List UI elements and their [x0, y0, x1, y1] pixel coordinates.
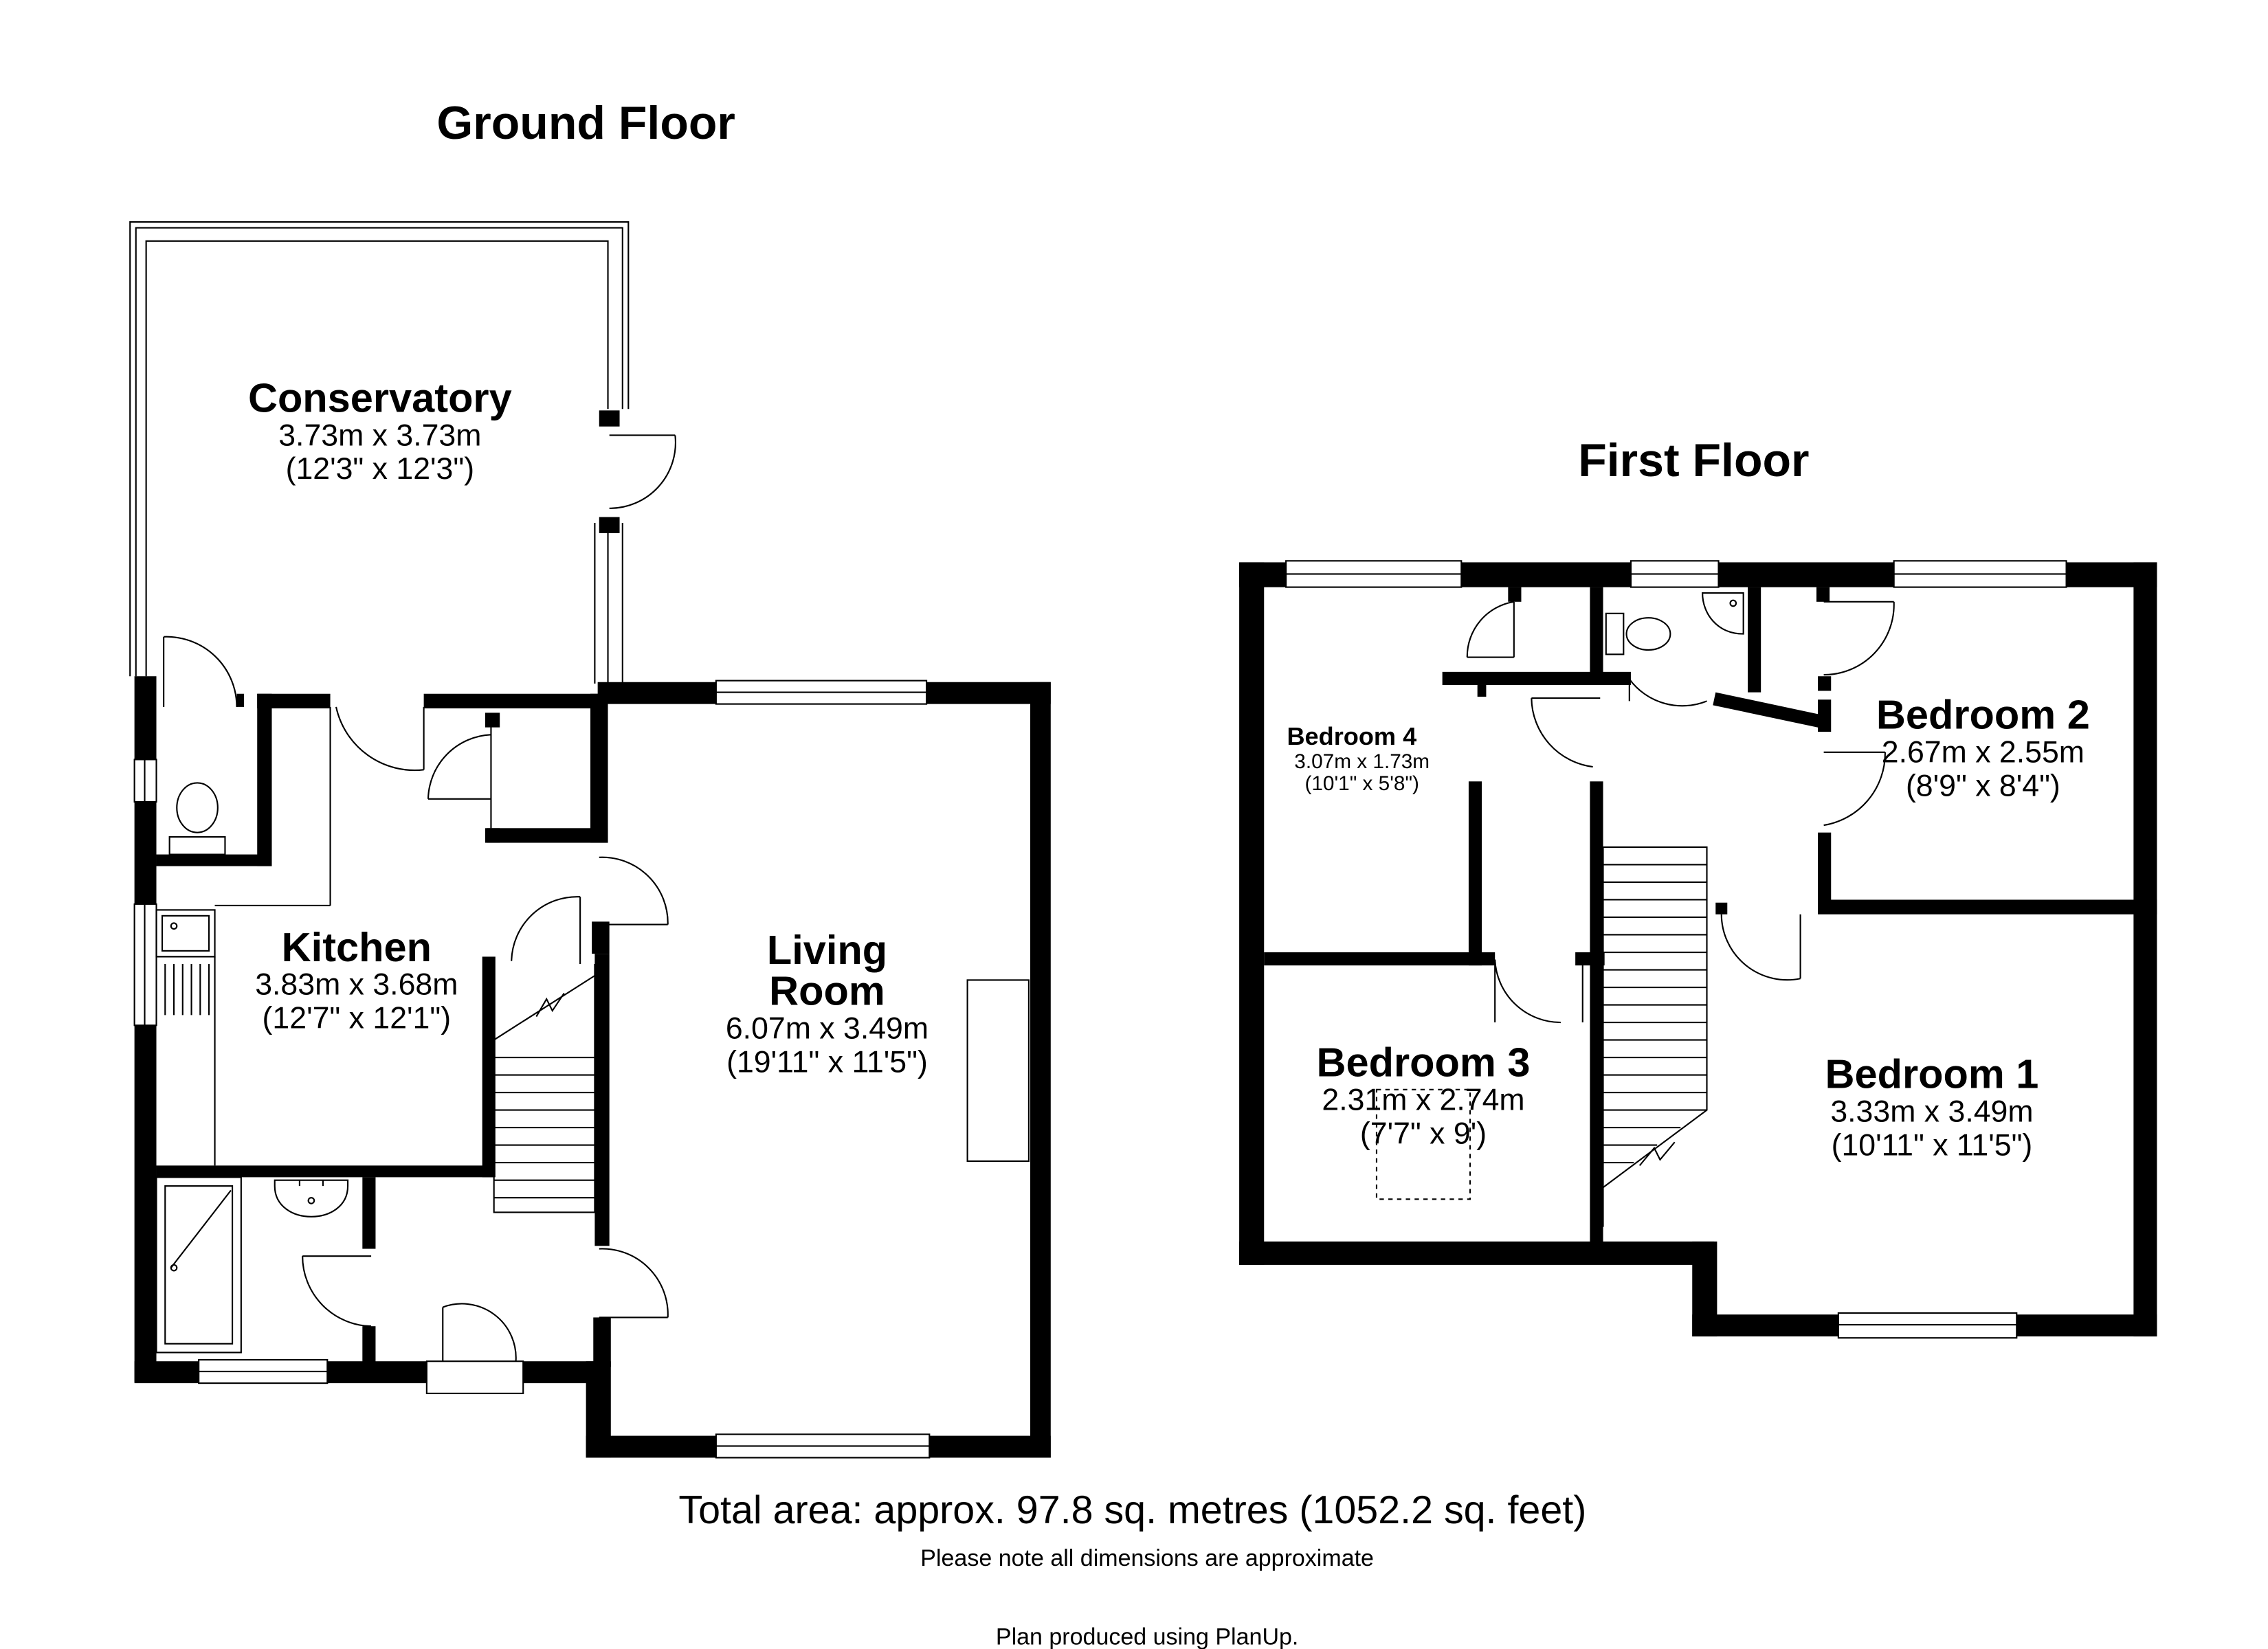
bedroom2-metric: 2.67m x 2.55m: [1882, 736, 2084, 770]
first-floor-windows: [1285, 560, 2067, 1339]
bedroom2-imperial: (8'9" x 8'4"): [1906, 770, 2060, 803]
bedroom3-imperial: (7'7" x 9'): [1360, 1117, 1487, 1150]
conservatory-door-post-bottom: [599, 517, 620, 533]
bedroom3-name: Bedroom 3: [1317, 1040, 1531, 1086]
first-floor-fixtures: [1375, 592, 1744, 1200]
conservatory-frame: [129, 221, 630, 684]
first-floor-plan: First Floor: [1239, 434, 2157, 1339]
first-floor-title: First Floor: [1578, 434, 1809, 486]
bedroom4-imperial: (10'1" x 5'8"): [1304, 772, 1419, 795]
front-door: [425, 1303, 524, 1395]
conservatory-door-swing: [609, 434, 676, 509]
first-floor-walls: [1239, 562, 2157, 1337]
first-floor-stairs: [1602, 846, 1708, 1227]
bedroom2-name: Bedroom 2: [1876, 692, 2090, 738]
ground-floor-fixtures: [155, 706, 1030, 1354]
living-room-name-line2: Room: [769, 968, 885, 1014]
ground-floor-stairs: [493, 964, 596, 1213]
bedroom4-metric: 3.07m x 1.73m: [1294, 750, 1430, 773]
ground-floor-walls: [134, 676, 1051, 1458]
total-area-text: Total area: approx. 97.8 sq. metres (105…: [678, 1488, 1586, 1532]
bedroom1-metric: 3.33m x 3.49m: [1830, 1095, 2033, 1129]
ground-floor-title: Ground Floor: [436, 97, 735, 149]
plan-credit: Plan produced using PlanUp.: [996, 1624, 1298, 1649]
bedroom3-metric: 2.31m x 2.74m: [1322, 1084, 1524, 1117]
bedroom4-name: Bedroom 4: [1287, 722, 1416, 750]
conservatory-name: Conservatory: [248, 374, 512, 420]
living-room-metric: 6.07m x 3.49m: [726, 1011, 929, 1045]
ground-floor-plan: Ground Floor: [129, 97, 1051, 1459]
living-room-name-line1: Living: [767, 927, 887, 973]
conservatory-imperial: (12'3" x 12'3"): [286, 452, 475, 486]
living-room-imperial: (19'11" x 11'5"): [726, 1045, 928, 1079]
ground-floor-door-swings: [163, 636, 669, 1327]
kitchen-metric: 3.83m x 3.68m: [255, 968, 458, 1002]
kitchen-name: Kitchen: [282, 924, 432, 970]
conservatory-metric: 3.73m x 3.73m: [278, 418, 481, 452]
dimensions-note: Please note all dimensions are approxima…: [920, 1545, 1374, 1571]
bedroom1-imperial: (10'11" x 11'5"): [1832, 1128, 2033, 1162]
plan-footer: Total area: approx. 97.8 sq. metres (105…: [678, 1488, 1586, 1649]
bedroom1-name: Bedroom 1: [1825, 1051, 2039, 1097]
first-floor-door-swings: [1466, 601, 1895, 1024]
ground-floor-windows: [133, 680, 931, 1459]
kitchen-imperial: (12'7" x 12'1"): [263, 1002, 452, 1035]
conservatory-door-post-top: [599, 410, 620, 427]
